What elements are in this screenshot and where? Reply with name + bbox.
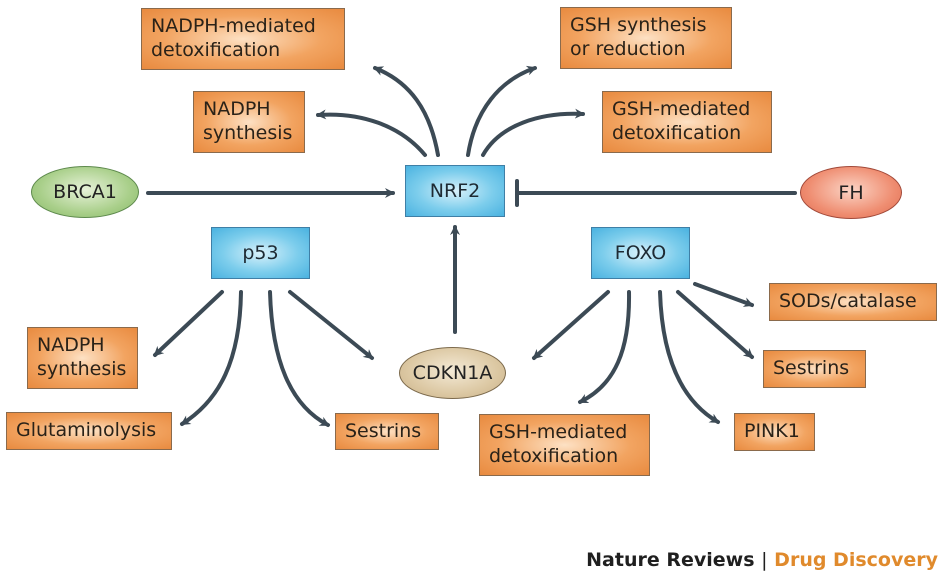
node-label-line2: detoxification <box>612 122 742 144</box>
node-gsh-synthesis-or-reduction[interactable]: GSH synthesis or reduction <box>560 7 732 69</box>
node-label-line2: detoxification <box>489 445 619 467</box>
node-p53-nadph-synthesis[interactable]: NADPH synthesis <box>27 327 138 389</box>
node-label: Sestrins <box>773 357 850 379</box>
edge-p53-nadph-synthesis <box>153 290 224 357</box>
node-glutaminolysis[interactable]: Glutaminolysis <box>6 412 172 450</box>
edge-foxo-sestrins <box>676 290 754 359</box>
journal-section: Drug Discovery <box>774 549 938 571</box>
node-label-line1: GSH synthesis <box>570 14 707 36</box>
node-label-line2: or reduction <box>570 38 686 60</box>
edge-p53-glutaminolysis <box>180 290 243 426</box>
node-label-line1: NADPH-mediated <box>151 15 316 37</box>
edge-nrf2-gsh-detox <box>481 108 585 157</box>
credit-separator: | <box>761 549 768 571</box>
edge-nrf2-nadph-detox <box>373 66 440 157</box>
node-label-line1: GSH-mediated <box>612 98 751 120</box>
node-label-line2: detoxification <box>151 39 281 61</box>
node-label: Glutaminolysis <box>16 419 157 441</box>
node-sods-catalase[interactable]: SODs/catalase <box>769 283 937 321</box>
node-nrf2[interactable]: NRF2 <box>405 165 505 217</box>
journal-credit: Nature Reviews | Drug Discovery <box>586 549 938 571</box>
node-p53-sestrins[interactable]: Sestrins <box>335 413 439 450</box>
node-label-line2: synthesis <box>203 122 293 144</box>
node-label: p53 <box>242 242 279 264</box>
edge-nrf2-gsh-synthesis <box>466 65 537 157</box>
edge-foxo-pink1 <box>658 290 720 424</box>
edge-p53-sestrins <box>268 290 330 427</box>
edge-nrf2-nadph-synthesis <box>316 109 427 157</box>
node-p53[interactable]: p53 <box>211 227 310 279</box>
node-foxo-gsh-mediated-detoxification[interactable]: GSH-mediated detoxification <box>479 414 650 476</box>
edge-foxo-sods <box>693 282 754 307</box>
journal-name: Nature Reviews <box>586 549 755 571</box>
node-label: PINK1 <box>744 420 800 442</box>
node-label-line1: GSH-mediated <box>489 421 628 443</box>
edge-foxo-cdkn1a <box>532 290 610 360</box>
node-nadph-mediated-detoxification[interactable]: NADPH-mediated detoxification <box>141 8 345 70</box>
node-label: FOXO <box>614 242 667 264</box>
edge-p53-cdkn1a <box>288 290 374 360</box>
node-nrf2-nadph-synthesis[interactable]: NADPH synthesis <box>193 91 305 153</box>
node-label: BRCA1 <box>53 181 117 203</box>
node-label-line2: synthesis <box>37 358 127 380</box>
node-nrf2-gsh-mediated-detoxification[interactable]: GSH-mediated detoxification <box>602 91 772 153</box>
node-label: SODs/catalase <box>779 290 917 312</box>
node-label: CDKN1A <box>412 362 493 384</box>
node-label-line1: NADPH <box>37 334 105 356</box>
node-label: FH <box>838 181 864 204</box>
node-label-line1: NADPH <box>203 98 271 120</box>
node-fh[interactable]: FH <box>800 166 902 219</box>
node-label: Sestrins <box>345 420 422 442</box>
edge-foxo-gsh-detox <box>578 290 632 404</box>
node-brca1[interactable]: BRCA1 <box>31 166 139 218</box>
node-cdkn1a[interactable]: CDKN1A <box>399 347 506 399</box>
node-foxo-sestrins[interactable]: Sestrins <box>763 350 866 388</box>
node-foxo[interactable]: FOXO <box>591 227 690 279</box>
node-label: NRF2 <box>429 180 481 202</box>
node-pink1[interactable]: PINK1 <box>734 413 815 451</box>
